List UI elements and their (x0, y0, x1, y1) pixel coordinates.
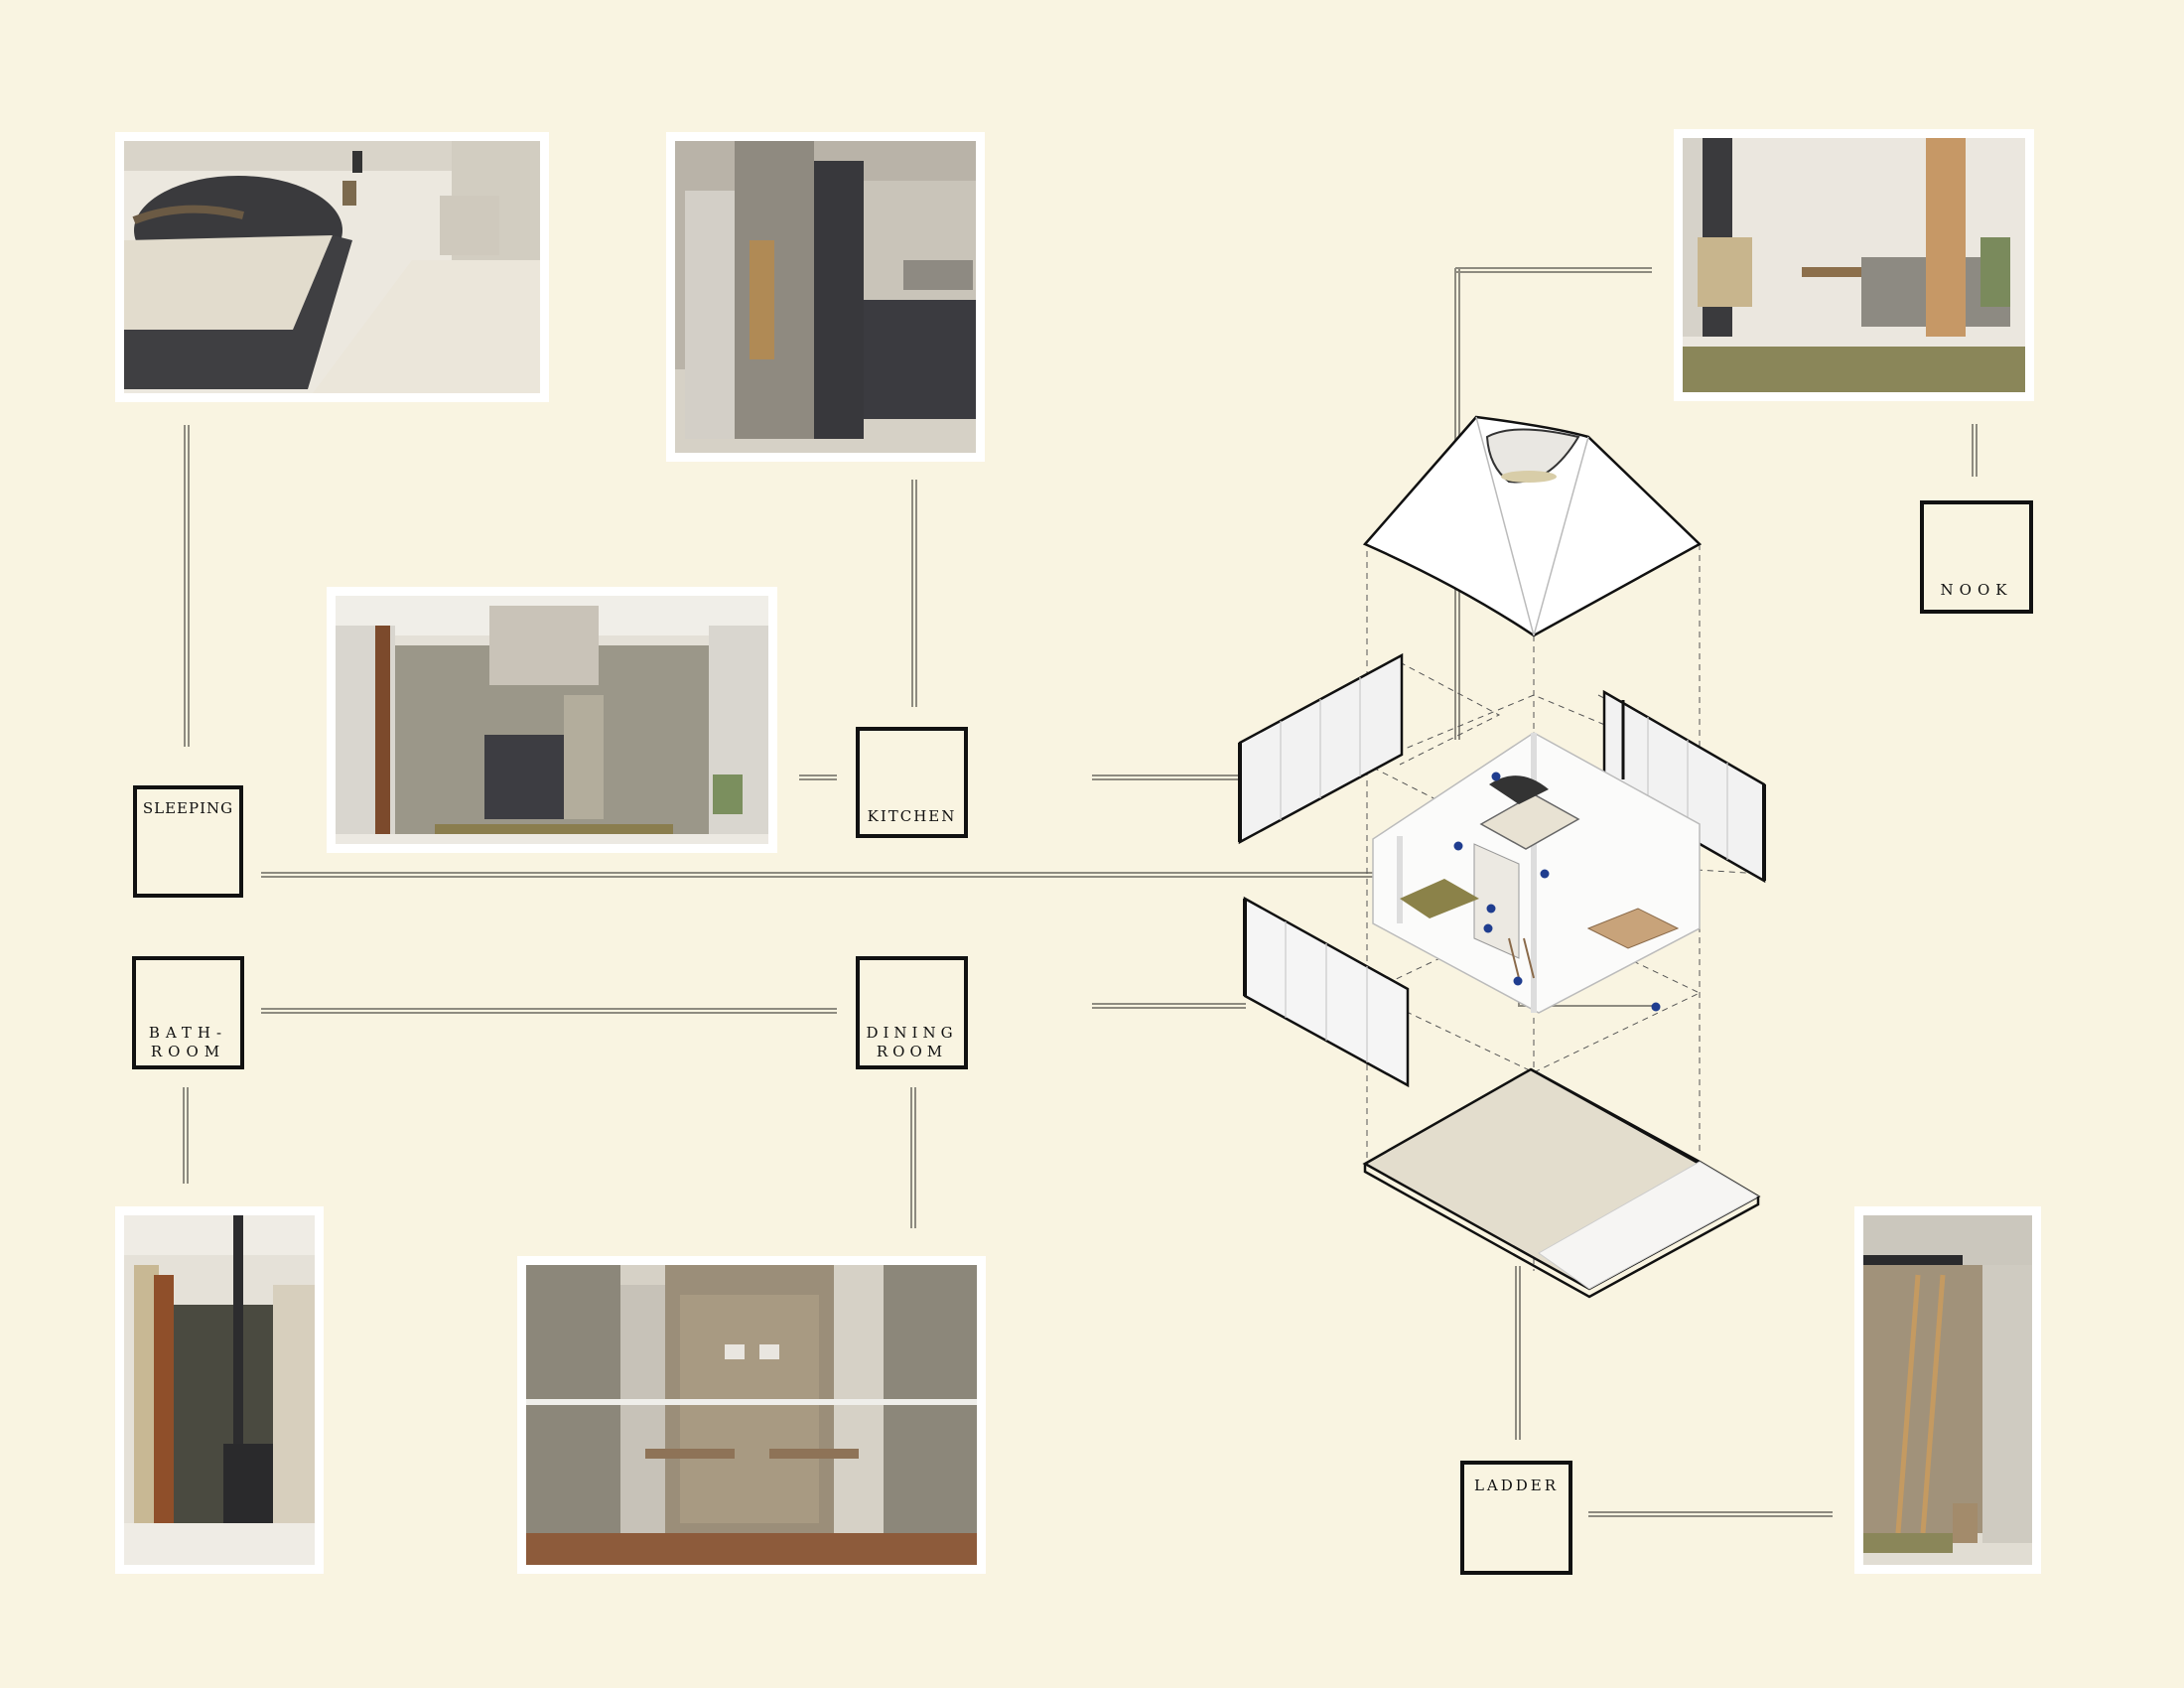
nook-render (1683, 138, 2025, 392)
ladder-photo (1854, 1206, 2041, 1574)
bathroom-photo (115, 1206, 324, 1574)
nook-photo (1674, 129, 2034, 401)
dining-photo (517, 1256, 986, 1574)
roof (1362, 415, 1703, 637)
kitchen-tower-render (675, 141, 976, 453)
dining-render (526, 1265, 977, 1565)
kitchen-tower-photo (666, 132, 985, 462)
ladder-render (1863, 1215, 2032, 1565)
left-wall-panel (1238, 652, 1404, 845)
dining-room-label: DINING ROOM (866, 1024, 958, 1060)
sleeping-photo (115, 132, 549, 402)
bathroom-label-box: BATH- ROOM (132, 956, 244, 1069)
kitchen-wide-photo (327, 587, 777, 853)
nook-label: NOOK (1940, 581, 2013, 599)
sleeping-label-box: SLEEPING (133, 785, 243, 898)
kitchen-label-box: KITCHEN (856, 727, 968, 838)
sleeping-label: SLEEPING (142, 799, 234, 817)
nook-label-box: NOOK (1920, 500, 2033, 614)
kitchen-wide-render (336, 596, 768, 844)
bathroom-label: BATH- ROOM (148, 1024, 228, 1060)
lower-wall-panel (1243, 896, 1410, 1088)
ladder-label-box: LADDER (1460, 1461, 1572, 1575)
marker-dots (1453, 772, 1661, 1012)
kitchen-label: KITCHEN (867, 807, 957, 825)
dining-room-label-box: DINING ROOM (856, 956, 968, 1069)
interior-volume (1372, 732, 1701, 1014)
sleeping-render (124, 141, 540, 393)
bathroom-render (124, 1215, 315, 1565)
ladder-label: LADDER (1473, 1477, 1560, 1494)
floor-slab (1362, 1067, 1761, 1299)
